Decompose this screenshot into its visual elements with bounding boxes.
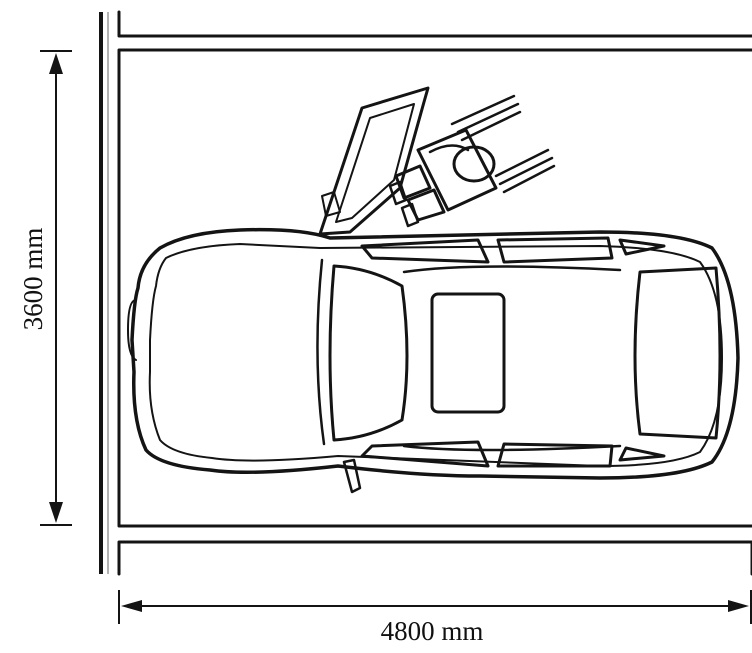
height-dimension (40, 50, 72, 526)
height-dimension-label: 3600 mm (18, 228, 48, 331)
adjacent-bay-bottom (117, 540, 752, 576)
open-car-door-icon (318, 86, 430, 236)
parking-bay (117, 48, 752, 528)
curb-line (99, 12, 109, 574)
car-topview-icon (127, 227, 740, 494)
width-dimension-label: 4800 mm (381, 616, 484, 646)
width-dimension (118, 590, 752, 624)
adjacent-bay-top (117, 10, 752, 38)
wheelchair-user-icon (388, 94, 556, 228)
